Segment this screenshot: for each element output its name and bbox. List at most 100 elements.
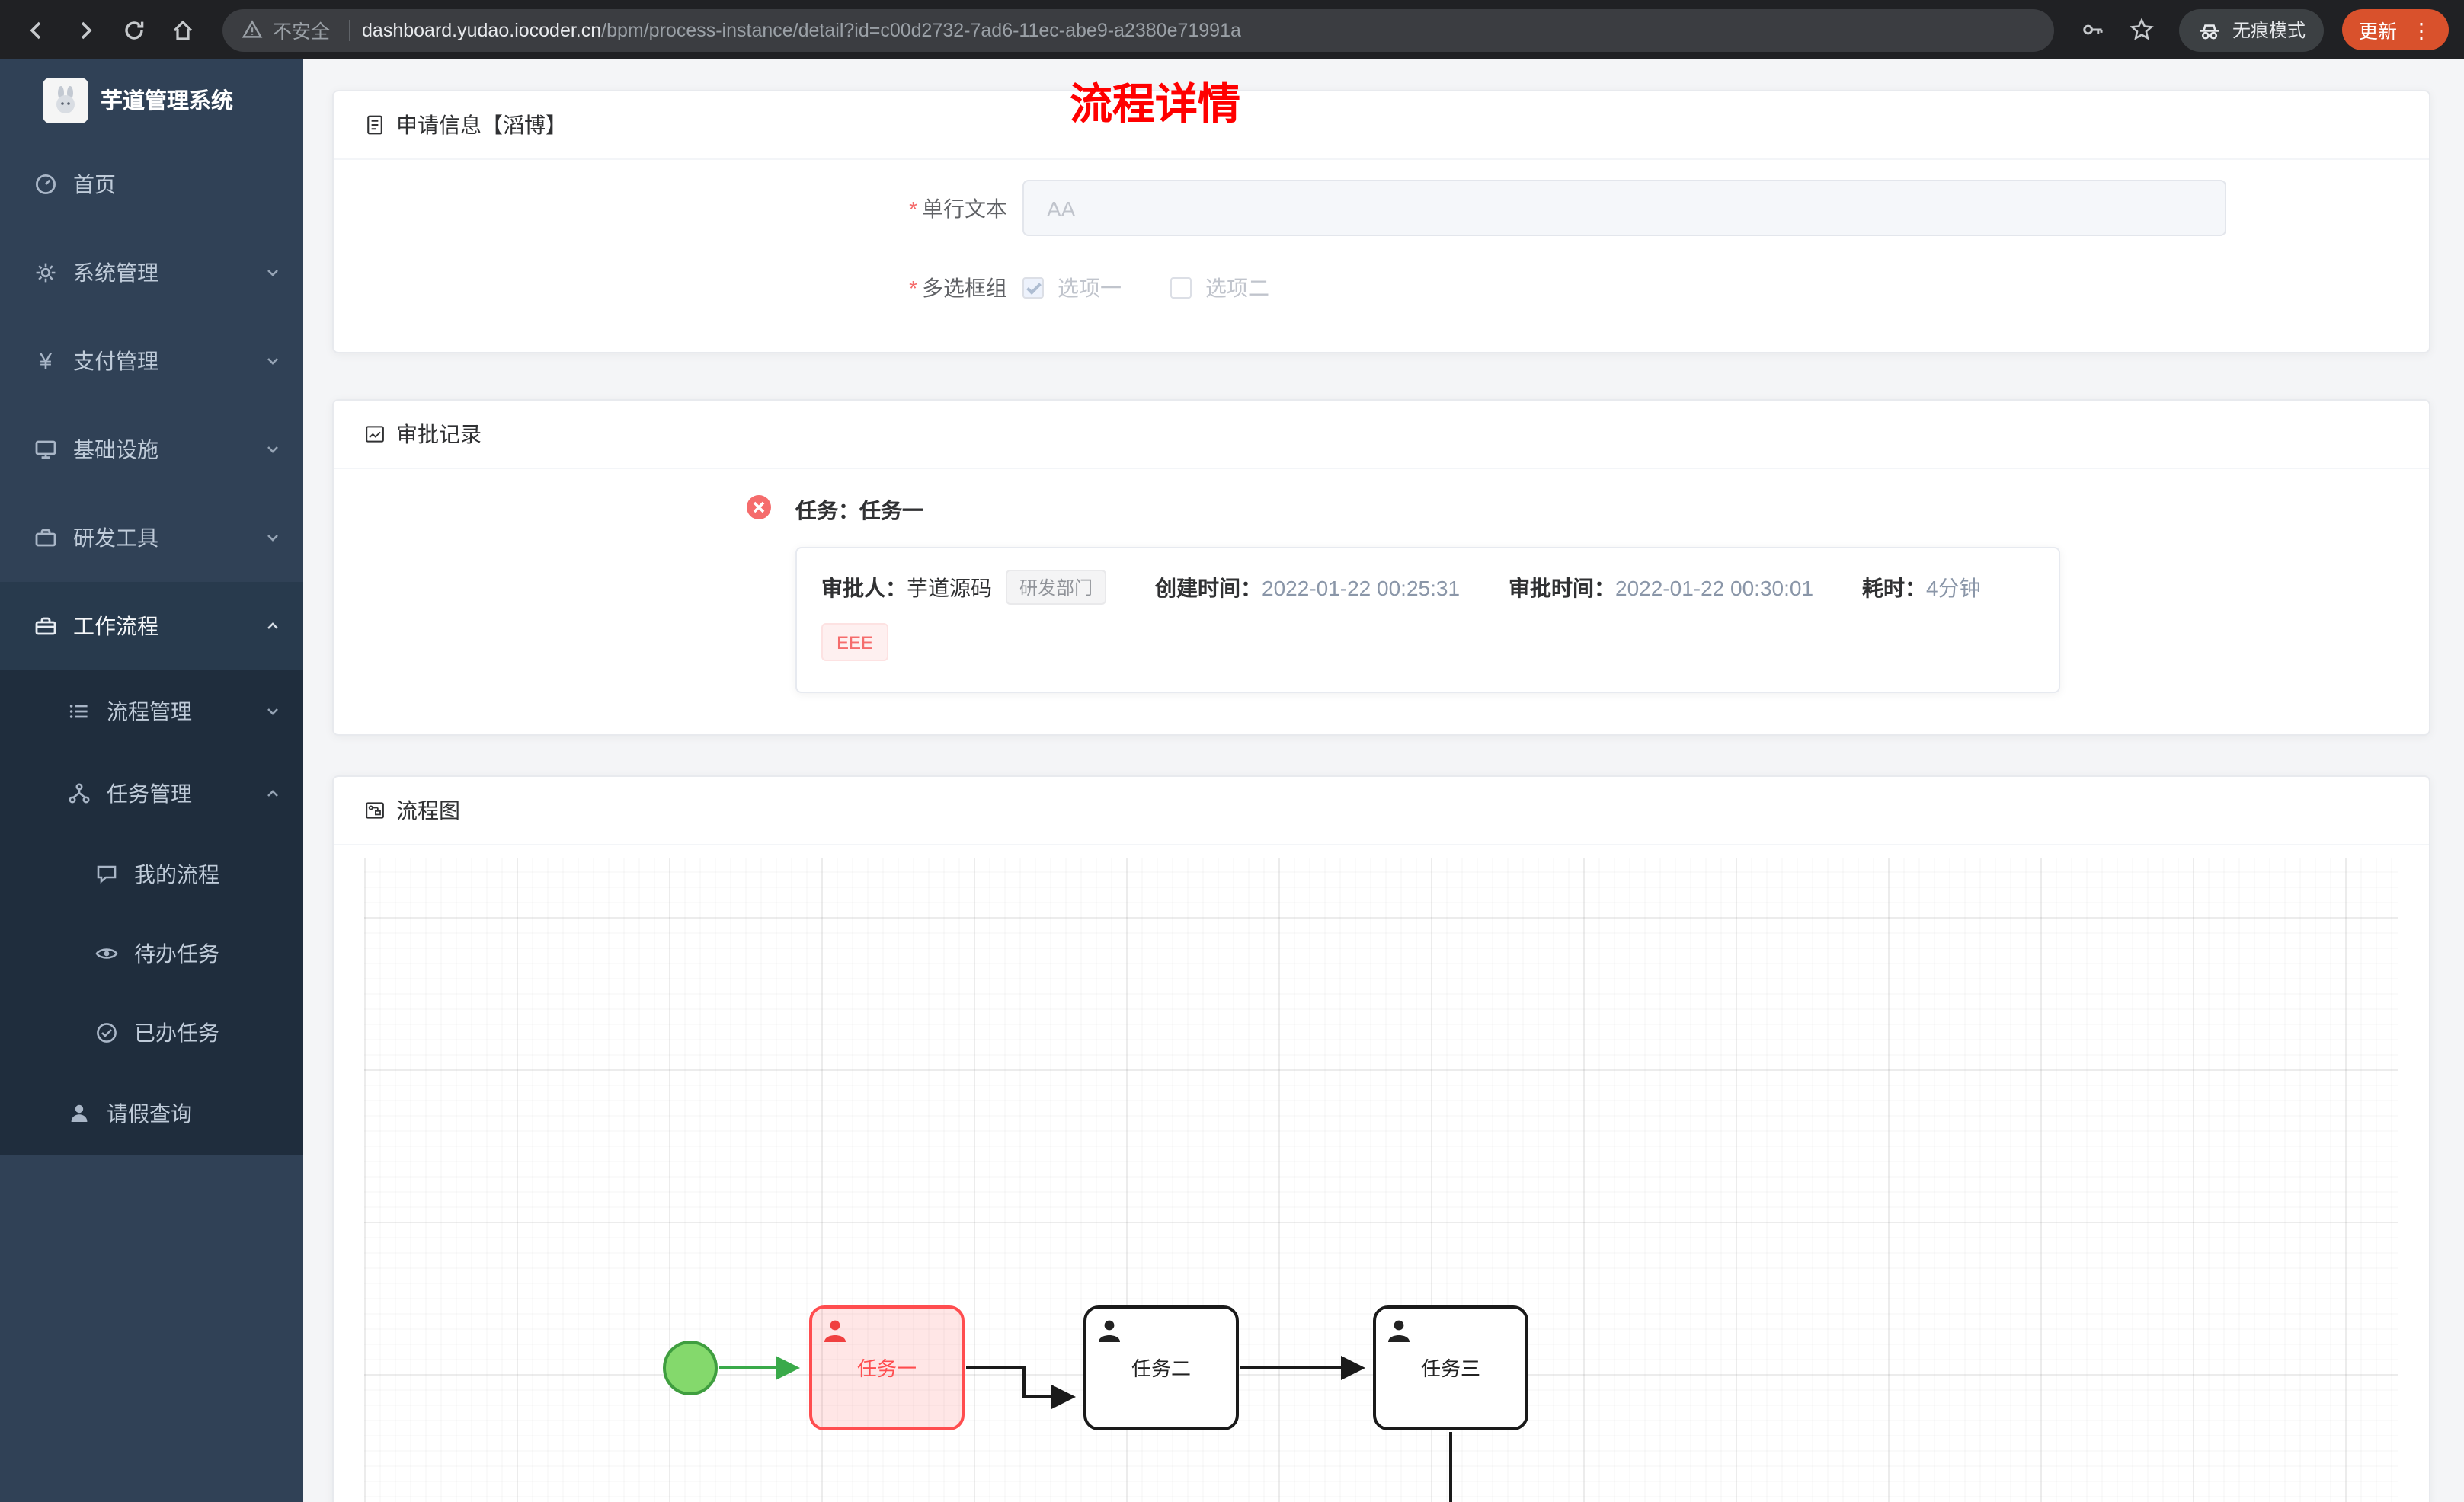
sidebar-item-home[interactable]: 首页 [0,140,303,228]
incognito-icon [2200,24,2219,39]
sidebar-item-workflow[interactable]: 工作流程 [0,582,303,670]
checkbox-option-2[interactable]: 选项二 [1170,273,1269,303]
forward-arrow-icon [81,21,92,39]
check-circle-icon [97,1023,117,1043]
chevron-down-icon [264,529,282,547]
chevron-down-icon [264,352,282,370]
sidebar-item-done-tasks[interactable]: 已办任务 [0,993,303,1072]
checkbox-field-row: *多选框组 选项一 选项二 [334,273,2429,303]
sidebar-item-label: 任务管理 [107,781,192,806]
task3-node[interactable] [1373,1305,1528,1430]
duration-label: 耗时： [1862,575,1927,599]
incognito-label: 无痕模式 [2232,20,2306,41]
address-bar[interactable]: 不安全 dashboard.yudao.iocoder.cn/bpm/proce… [222,8,2054,51]
chevron-up-icon [264,617,282,635]
browser-chrome: 不安全 dashboard.yudao.iocoder.cn/bpm/proce… [0,0,2464,59]
main-content: 流程详情 申请信息【滔博】 *单行文本 *多选框组 选项一 [303,59,2464,1502]
start-event-node[interactable] [663,1341,718,1395]
checkbox-unchecked-icon[interactable] [1170,277,1192,299]
checkbox-checked-icon[interactable] [1022,277,1044,299]
sidebar-item-payment[interactable]: ¥ 支付管理 [0,317,303,405]
sidebar-item-label: 流程管理 [107,699,192,724]
required-asterisk: * [909,196,917,220]
task1-node[interactable] [809,1305,965,1430]
record-icon [366,426,384,443]
approval-record-card: 审批记录 任务：任务一 审批人： 芋道源码 研发部门 创建时间： 2022-01… [332,399,2430,736]
sidebar-item-system[interactable]: 系统管理 [0,228,303,317]
url-domain: dashboard.yudao.iocoder.cn [362,19,602,40]
forward-button[interactable] [64,8,107,51]
home-icon [173,19,193,40]
toolbox-icon [35,529,56,547]
key-icon [2084,24,2104,35]
update-label: 更新 [2358,21,2397,43]
user-task-icon [1388,1320,1410,1342]
approval-detail-line: 审批人： 芋道源码 研发部门 创建时间： 2022-01-22 00:25:31… [821,570,2034,605]
sidebar-item-label: 已办任务 [134,1021,219,1045]
dept-tag: 研发部门 [1006,570,1107,605]
task3-label: 任务三 [1421,1357,1480,1380]
monitor-icon [35,440,56,459]
sidebar-item-infrastructure[interactable]: 基础设施 [0,405,303,494]
checkbox-option-1[interactable]: 选项一 [1022,273,1122,303]
required-asterisk: * [909,276,917,300]
star-icon [2130,18,2155,40]
app-logo: 芋道管理系统 [0,59,303,140]
sidebar: 芋道管理系统 首页 系统管理 ¥ 支付管理 基础设施 [0,59,303,1502]
refresh-button[interactable] [113,8,155,51]
single-line-text-input[interactable] [1022,180,2226,236]
approver-label: 审批人： [821,575,907,599]
user-task-icon [1099,1320,1120,1342]
approval-card-header: 审批记录 [334,401,2429,469]
briefcase-icon [35,617,56,635]
back-button[interactable] [15,8,58,51]
task2-label: 任务二 [1131,1357,1191,1380]
update-button[interactable]: 更新 ⋮ [2341,9,2449,50]
home-button[interactable] [162,8,204,51]
diagram-card-title: 流程图 [396,798,460,823]
bookmark-button[interactable] [2121,8,2164,51]
refresh-icon [125,21,144,39]
approve-time-label: 审批时间： [1509,575,1616,599]
chevron-down-icon [264,702,282,721]
address-divider [348,19,350,40]
sidebar-item-my-processes[interactable]: 我的流程 [0,835,303,914]
diagram-icon [366,802,384,819]
bpmn-diagram: 任务一 任务二 [663,1305,1528,1502]
sidebar-item-label: 待办任务 [134,941,219,966]
flow-task1-to-task2 [966,1366,1076,1409]
task-title: 任务：任务一 [795,498,923,523]
sidebar-item-label: 工作流程 [73,614,158,638]
incognito-badge[interactable]: 无痕模式 [2178,8,2324,51]
sidebar-item-leave-query[interactable]: 请假查询 [0,1072,303,1155]
menu-dots-icon[interactable]: ⋮ [2411,18,2432,42]
sidebar-item-label: 支付管理 [73,349,158,373]
task1-label: 任务一 [857,1357,917,1380]
diagram-card-header: 流程图 [334,777,2429,845]
password-key-button[interactable] [2072,8,2115,51]
sidebar-item-task-management[interactable]: 任务管理 [0,753,303,835]
bpmn-canvas: 任务一 任务二 [364,858,2398,1502]
sidebar-item-todo-tasks[interactable]: 待办任务 [0,914,303,993]
approve-time-value: 2022-01-22 00:30:01 [1615,575,1814,599]
sidebar-item-label: 基础设施 [73,437,158,462]
sidebar-item-label: 系统管理 [73,260,158,285]
text-field-label: *单行文本 [909,196,1007,220]
url-path: /bpm/process-instance/detail?id=c00d2732… [601,19,1241,40]
apply-card-header: 申请信息【滔博】 [334,91,2429,160]
page-title: 流程详情 [1069,81,1241,128]
warning-icon [242,20,263,38]
comment-tag: EEE [821,623,889,661]
yen-icon: ¥ [39,348,53,374]
checkbox-option-label: 选项二 [1205,276,1269,300]
sidebar-item-label: 我的流程 [134,862,219,887]
checkbox-option-label: 选项一 [1058,276,1122,300]
apply-info-card: 申请信息【滔博】 *单行文本 *多选框组 选项一 选项二 [332,90,2430,353]
sidebar-item-label: 请假查询 [107,1101,192,1126]
sidebar-item-devtools[interactable]: 研发工具 [0,494,303,582]
task2-node[interactable] [1083,1305,1239,1430]
text-field-row: *单行文本 [334,180,2429,236]
sidebar-item-process-management[interactable]: 流程管理 [0,670,303,753]
duration-value: 4分钟 [1926,575,1981,599]
create-time-value: 2022-01-22 00:25:31 [1262,575,1461,599]
